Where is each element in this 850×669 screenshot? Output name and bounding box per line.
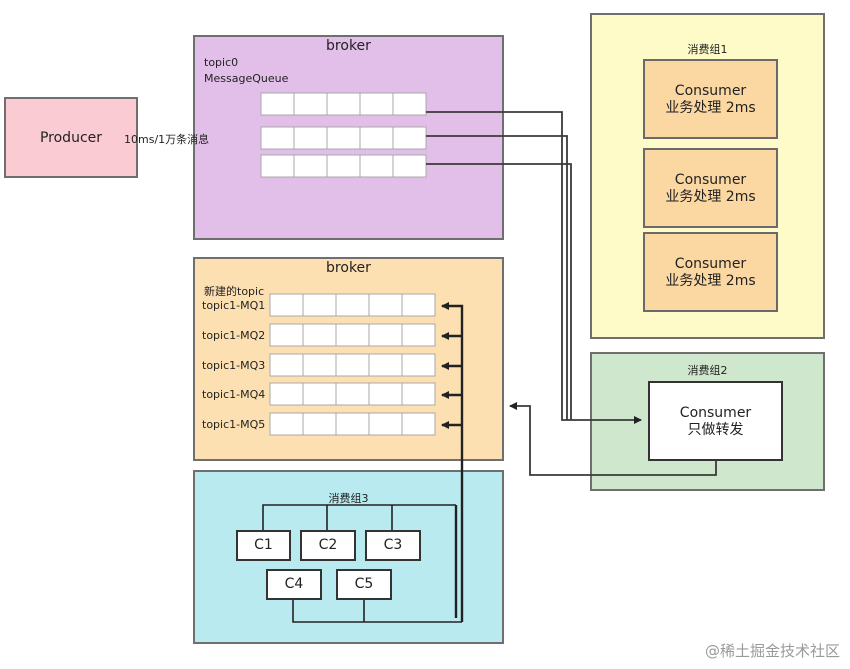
group3-consumer-c1: C1 [236, 530, 291, 561]
queue-label-mq4: topic1-MQ4 [202, 388, 266, 401]
group1-consumer-3: Consumer 业务处理 2ms [643, 232, 778, 312]
group3-consumer-c3: C3 [365, 530, 421, 561]
queue-label-mq3: topic1-MQ3 [202, 359, 266, 372]
producer-box: Producer [4, 97, 138, 178]
rate-label: 10ms/1万条消息 [124, 133, 210, 146]
group3-consumer-c2: C2 [300, 530, 356, 561]
broker-bottom-title: broker [326, 260, 371, 276]
group1-consumer-2: Consumer 业务处理 2ms [643, 148, 778, 228]
broker-top: broker topic0 MessageQueue [193, 35, 504, 240]
broker-bottom: broker 新建的topic topic1-MQ1 topic1-MQ2 to… [193, 257, 504, 461]
group2-consumer: Consumer 只做转发 [648, 381, 783, 461]
consumer-desc: 只做转发 [687, 422, 744, 438]
group3-consumer-c4: C4 [266, 569, 322, 600]
consumer-desc: 业务处理 2ms [665, 100, 756, 116]
queue-label-mq2: topic1-MQ2 [202, 329, 266, 342]
group2-title: 消费组2 [687, 364, 728, 377]
consumer-name: Consumer [674, 256, 747, 272]
broker-top-title: broker [326, 38, 371, 54]
consumer-desc: 业务处理 2ms [665, 189, 756, 205]
consumer-name: Consumer [674, 83, 747, 99]
queue-label-mq1: topic1-MQ1 [202, 299, 266, 312]
group3-consumer-c5: C5 [336, 569, 392, 600]
consumer-name: Consumer [674, 172, 747, 188]
new-topic-label: 新建的topic [204, 285, 265, 298]
group1-consumer-1: Consumer 业务处理 2ms [643, 59, 778, 139]
group3-title: 消费组3 [328, 492, 369, 505]
watermark-text: @稀土掘金技术社区 [704, 642, 840, 660]
topic0-label: topic0 [204, 56, 239, 69]
consumer-desc: 业务处理 2ms [665, 273, 756, 289]
message-queue-label: MessageQueue [204, 72, 289, 85]
consumer-name: Consumer [679, 405, 752, 421]
group1-title: 消费组1 [687, 43, 728, 56]
producer-label: Producer [39, 130, 103, 146]
queue-label-mq5: topic1-MQ5 [202, 418, 266, 431]
